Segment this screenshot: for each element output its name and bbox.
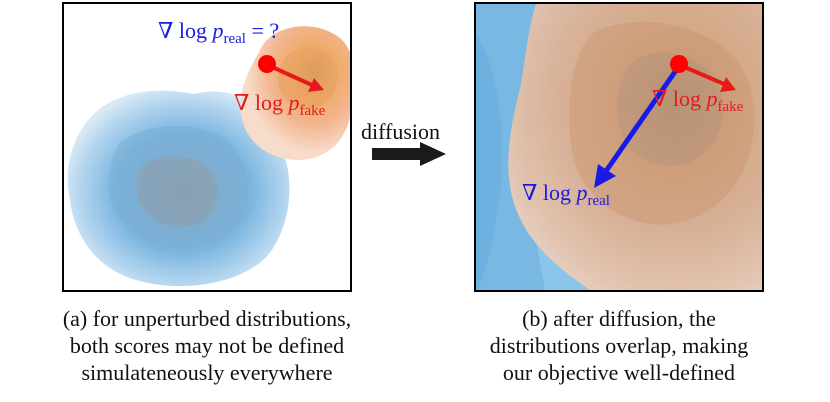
real-score-arrow — [594, 64, 682, 188]
fake-score-label: ∇ log pfake — [652, 86, 744, 115]
caption-line: both scores may not be defined — [69, 333, 345, 358]
caption-unperturbed: (a) for unperturbed distributions, both … — [2, 305, 412, 386]
caption-line: distributions overlap, making — [489, 333, 749, 358]
panel-diffused: ∇ log pfake ∇ log preal — [474, 2, 764, 292]
sample-point — [258, 55, 276, 73]
diffusion-arrow-icon — [372, 142, 446, 166]
caption-line: our objective well-defined — [502, 360, 736, 385]
real-score-label: ∇ log preal — [522, 180, 610, 209]
fake-score-arrow — [681, 64, 736, 92]
sample-point — [670, 55, 688, 73]
real-distribution — [67, 90, 290, 287]
unperturbed-density-plot — [67, 26, 350, 287]
fake-score-arrow — [269, 64, 324, 92]
caption-line: simulateneously everywhere — [81, 360, 333, 385]
caption-diffused: (b) after diffusion, the distributions o… — [414, 305, 824, 386]
real-score-label: ∇ log preal = ? — [158, 18, 280, 47]
caption-line: (b) after diffusion, the — [522, 306, 716, 331]
panel-unperturbed: ∇ log preal = ? ∇ log pfake — [62, 2, 352, 292]
diffusion-label: diffusion — [361, 119, 441, 144]
fake-distribution — [508, 4, 762, 290]
diffused-density-plot — [476, 4, 762, 290]
caption-line: (a) for unperturbed distributions, — [62, 306, 352, 331]
fake-score-label: ∇ log pfake — [234, 90, 326, 119]
